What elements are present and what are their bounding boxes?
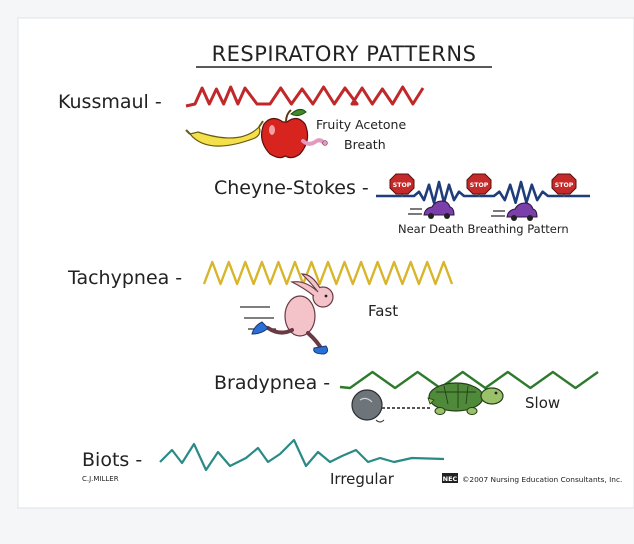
kussmaul-label: Kussmaul - (58, 91, 162, 113)
car-icon (408, 200, 455, 219)
kussmaul-note-2: Breath (344, 137, 386, 152)
ball-and-chain-icon (351, 389, 432, 423)
tachypnea-wave (202, 260, 454, 286)
tachypnea-label: Tachypnea - (67, 267, 182, 289)
card-background (17, 17, 634, 509)
apple-icon (260, 108, 309, 159)
artist-signature: C.J.MILLER (82, 475, 119, 483)
biots-label: Biots - (82, 449, 142, 471)
kussmaul-note: Fruity Acetone (316, 117, 406, 132)
car-icon (491, 202, 538, 221)
bradypnea-wave (339, 370, 599, 390)
running-rabbit-icon (240, 273, 334, 355)
diagram-title: RESPIRATORY PATTERNS (212, 42, 477, 66)
logo-icon (442, 473, 458, 483)
biots-wave (159, 438, 445, 472)
stop-sign-icon: STOP (466, 173, 492, 197)
stop-sign-text: STOP (393, 182, 412, 189)
turtle-icon (427, 382, 504, 415)
tachypnea-note: Fast (368, 302, 398, 320)
stop-sign-text: STOP (470, 182, 489, 189)
stop-sign-icon: STOP (389, 173, 415, 197)
bradypnea-note: Slow (525, 394, 560, 412)
copyright-text: ©2007 Nursing Education Consultants, Inc… (462, 475, 622, 484)
biots-note: Irregular (330, 470, 395, 488)
stop-sign-icon: STOP (551, 173, 577, 197)
cheyne-stokes-note: Near Death Breathing Pattern (398, 222, 569, 236)
cheyne-stokes-label: Cheyne-Stokes - (214, 177, 369, 199)
kussmaul-wave (185, 85, 425, 108)
logo-text: NEC (443, 475, 458, 483)
banana-icon (185, 120, 264, 147)
worm-icon (301, 138, 328, 146)
bradypnea-label: Bradypnea - (214, 372, 330, 394)
stop-sign-text: STOP (555, 182, 574, 189)
